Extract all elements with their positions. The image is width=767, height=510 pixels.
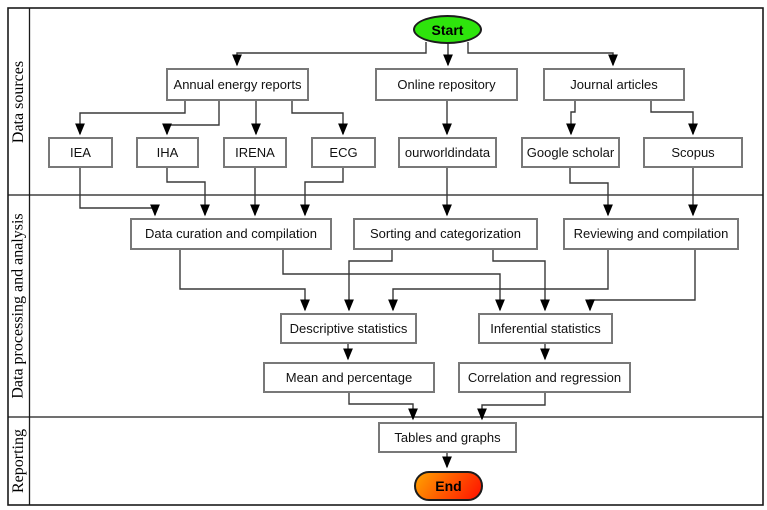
node-label: Journal articles [570, 76, 658, 92]
node-data-curation-and-compilation: Data curation and compilation [130, 218, 332, 250]
node-scopus: Scopus [643, 137, 743, 168]
lane-reporting: Reporting [8, 417, 30, 505]
edge-annual-iha [162, 101, 220, 136]
node-label: IEA [70, 144, 91, 160]
edge-annual-ecg [291, 101, 348, 136]
node-iha: IHA [136, 137, 199, 168]
node-label: ECG [329, 144, 358, 160]
node-label: Descriptive statistics [289, 320, 408, 336]
node-annual-energy-reports: Annual energy reports [166, 68, 309, 101]
node-label: Sorting and categorization [369, 226, 522, 242]
node-label: Tables and graphs [394, 429, 501, 445]
edge-annual-iea [75, 101, 186, 136]
node-label: IRENA [235, 144, 275, 160]
edge-sorting-descriptive [344, 250, 393, 312]
edge-start-journal-articles [467, 42, 618, 67]
lane-label-text: Reporting [10, 429, 27, 493]
node-irena: IRENA [223, 137, 287, 168]
swimlane-frame [7, 7, 764, 506]
edge-curation-descriptive [179, 250, 310, 312]
node-sorting-and-categorization: Sorting and categorization [353, 218, 538, 250]
node-label: Correlation and regression [467, 369, 622, 385]
node-label: Reviewing and compilation [573, 226, 729, 242]
lane-label-text: Data sources [10, 60, 27, 143]
edge-iha-data-curation [166, 168, 210, 217]
node-label: Inferential statistics [490, 320, 601, 336]
lane-label-text: Data processing and analysis [10, 213, 27, 399]
node-label: ourworldindata [404, 144, 491, 160]
node-reviewing-and-compilation: Reviewing and compilation [563, 218, 739, 250]
node-ourworldindata: ourworldindata [398, 137, 497, 168]
node-label: End [435, 478, 462, 494]
edge-curation-inferential [282, 250, 505, 312]
edge-sorting-inferential [492, 250, 550, 312]
lane-data-sources: Data sources [8, 8, 30, 195]
node-inferential-statistics: Inferential statistics [478, 313, 613, 344]
node-mean-and-percentage: Mean and percentage [263, 362, 435, 393]
lane-data-processing-and-analysis: Data processing and analysis [8, 195, 30, 417]
edge-ecg-data-curation [300, 168, 344, 217]
node-label: Start [431, 21, 464, 38]
edge-start-annual-energy-reports [232, 42, 427, 67]
node-label: Scopus [671, 144, 715, 160]
edge-reviewing-descriptive [388, 250, 609, 312]
node-tables-and-graphs: Tables and graphs [378, 422, 517, 453]
edge-reviewing-inferential [585, 250, 696, 312]
node-start: Start [413, 15, 482, 44]
node-journal-articles: Journal articles [543, 68, 685, 101]
edge-journal-scopus [650, 101, 698, 136]
node-ecg: ECG [311, 137, 376, 168]
node-google-scholar: Google scholar [521, 137, 620, 168]
node-end: End [414, 471, 483, 501]
node-descriptive-statistics: Descriptive statistics [280, 313, 417, 344]
node-label: Mean and percentage [285, 369, 413, 385]
node-label: Data curation and compilation [145, 226, 317, 242]
node-label: Google scholar [526, 144, 615, 160]
edge-google-reviewing [569, 168, 613, 217]
edge-iea-data-curation [79, 168, 160, 217]
node-label: IHA [156, 144, 179, 160]
edge-mean-tables [348, 393, 418, 421]
edge-journal-google-scholar [566, 101, 576, 136]
node-correlation-and-regression: Correlation and regression [458, 362, 631, 393]
edge-correlation-tables [477, 393, 546, 421]
node-label: Annual energy reports [173, 76, 302, 92]
node-label: Online repository [397, 76, 496, 92]
node-online-repository: Online repository [375, 68, 518, 101]
node-iea: IEA [48, 137, 113, 168]
